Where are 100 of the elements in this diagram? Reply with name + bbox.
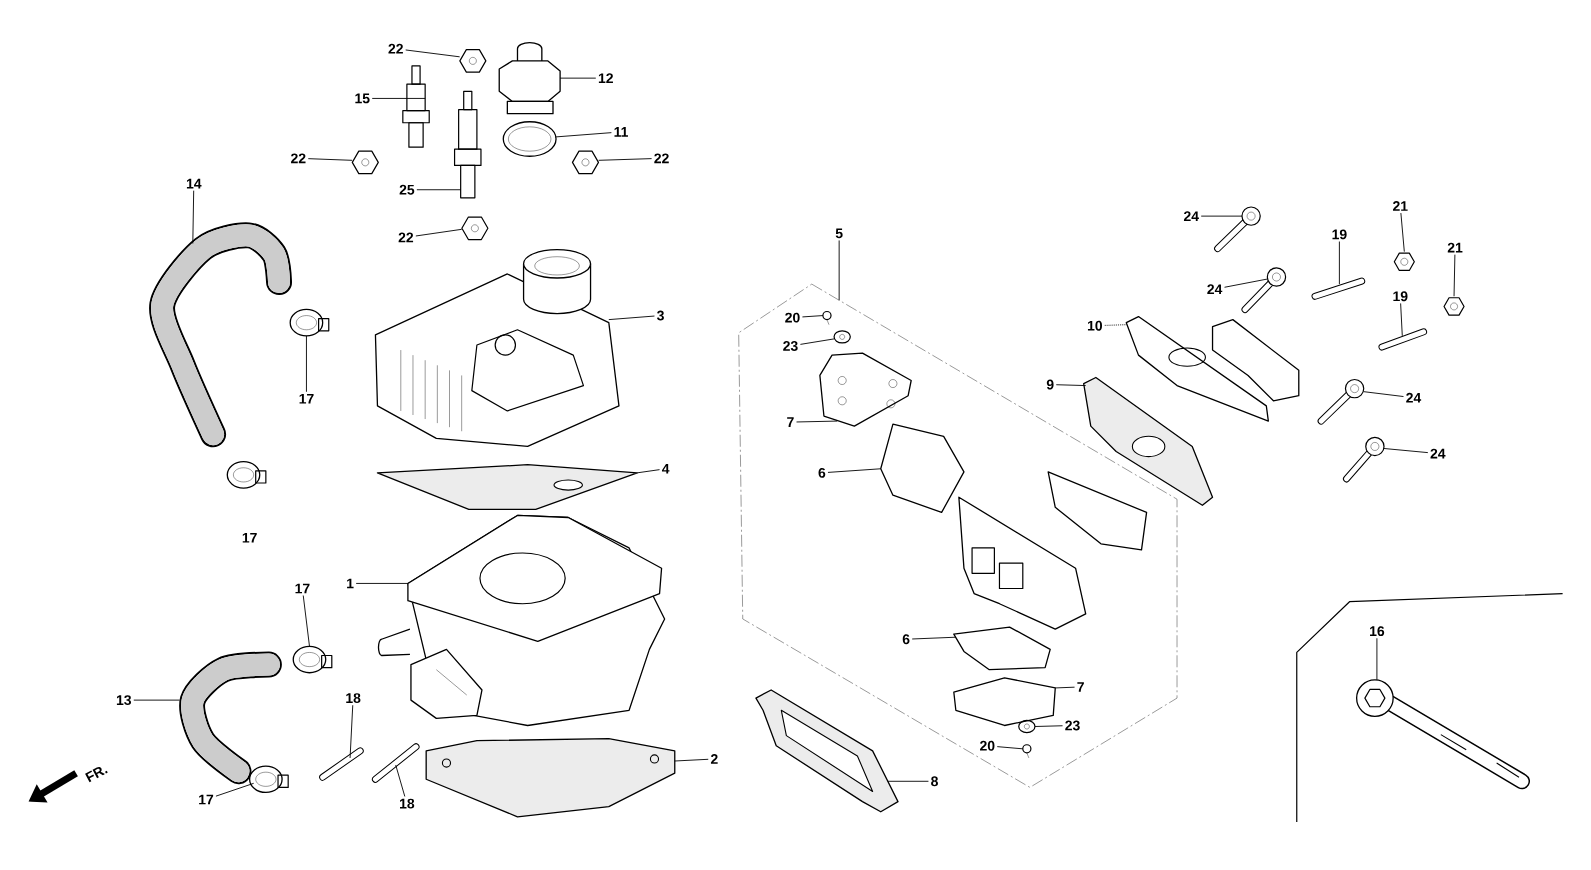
callout-number: 19 <box>1332 229 1347 240</box>
reed-valve-outline <box>738 284 1178 788</box>
callout-number: 17 <box>199 795 214 805</box>
callout-number: 10 <box>1087 321 1103 331</box>
leader-line <box>192 190 195 245</box>
callout-number: 4 <box>661 464 670 474</box>
callout-number: 22 <box>398 232 414 243</box>
nut <box>1393 252 1415 272</box>
intake-flange <box>1125 316 1300 422</box>
callout-number: 21 <box>1447 242 1463 253</box>
gasket <box>755 689 899 813</box>
callout-number: 24 <box>1207 284 1223 295</box>
stud-bolt <box>1378 328 1428 351</box>
callout-number: 22 <box>654 153 669 164</box>
leader-line <box>559 77 597 79</box>
leader-line <box>996 746 1024 750</box>
callout-number: 6 <box>818 468 826 478</box>
stud-bolt <box>1311 277 1366 300</box>
leader-line <box>1400 303 1403 337</box>
leader-line <box>1400 212 1405 253</box>
leader-line <box>796 420 838 423</box>
leader-line <box>1224 278 1268 288</box>
leader-line <box>1034 725 1063 728</box>
callout-number: 1 <box>347 578 354 589</box>
nut <box>351 150 379 175</box>
cylinder <box>377 515 666 727</box>
reed-plate <box>953 677 1056 727</box>
leader-line <box>349 705 354 759</box>
bolt <box>1343 436 1385 483</box>
callout-number: 18 <box>400 798 415 809</box>
callout-number: 23 <box>783 341 798 352</box>
leader-line <box>355 583 409 585</box>
hose <box>179 651 282 785</box>
callout-number: 17 <box>295 583 310 594</box>
leader-line <box>598 158 653 161</box>
leader-line <box>395 764 406 798</box>
callout-number: 18 <box>346 693 361 704</box>
callout-number: 5 <box>835 228 843 239</box>
hose <box>149 222 293 448</box>
leader-line <box>887 781 929 782</box>
leader-line <box>827 468 882 474</box>
callout-number: 21 <box>1393 201 1408 212</box>
leader-line <box>636 469 660 474</box>
spark-plug <box>402 65 430 148</box>
leader-line <box>1453 254 1456 297</box>
nut <box>459 49 487 73</box>
callout-number: 16 <box>1370 626 1385 637</box>
gasket <box>1083 377 1214 507</box>
callout-number: 22 <box>388 44 403 54</box>
callout-number: 24 <box>1406 393 1422 403</box>
reed-petal <box>953 626 1051 671</box>
callout-number: 14 <box>186 179 202 189</box>
hose-clamp <box>289 309 330 337</box>
screw <box>1022 744 1032 759</box>
direction-label: FR. <box>85 767 108 783</box>
callout-number: 19 <box>1393 291 1408 302</box>
bolt <box>1241 267 1287 314</box>
callout-number: 17 <box>242 533 257 543</box>
leader-line <box>215 783 255 797</box>
nut <box>1443 297 1465 316</box>
leader-line <box>306 335 307 393</box>
callout-number: 20 <box>980 741 995 751</box>
leader-line <box>1363 391 1404 398</box>
base-gasket <box>425 738 676 818</box>
screw <box>822 311 832 326</box>
bolt <box>1214 206 1261 253</box>
leader-line <box>1104 324 1127 327</box>
leader-line <box>371 98 426 100</box>
callout-number: 13 <box>116 695 132 706</box>
bolt <box>1317 379 1365 425</box>
head-gasket <box>376 464 638 511</box>
leader-line <box>302 595 310 647</box>
hose-clamp <box>248 765 289 794</box>
drain-plug <box>498 42 561 115</box>
leader-line <box>1338 241 1340 285</box>
callout-number: 25 <box>399 185 415 195</box>
callout-number: 24 <box>1430 448 1446 459</box>
leader-line <box>133 699 181 701</box>
callout-number: 17 <box>299 394 314 404</box>
wrench <box>1356 679 1530 790</box>
leader-line <box>1383 448 1429 454</box>
washer <box>1018 720 1036 734</box>
hose-clamp <box>226 461 267 489</box>
leader-line <box>799 338 835 346</box>
o-ring <box>502 121 557 158</box>
spark-plug <box>453 90 482 199</box>
callout-number: 9 <box>1046 379 1054 390</box>
leader-line <box>405 49 461 58</box>
callout-number: 6 <box>902 634 910 645</box>
leader-line <box>608 315 655 321</box>
callout-number: 7 <box>787 417 794 428</box>
cylinder-head <box>374 249 620 448</box>
nut <box>571 150 600 175</box>
washer <box>833 330 851 344</box>
leader-line <box>911 636 957 640</box>
leader-line <box>838 240 840 301</box>
callout-number: 23 <box>1065 720 1080 731</box>
leader-line <box>1200 215 1243 217</box>
stud-bolt <box>371 743 420 783</box>
reed-plate <box>819 352 912 428</box>
